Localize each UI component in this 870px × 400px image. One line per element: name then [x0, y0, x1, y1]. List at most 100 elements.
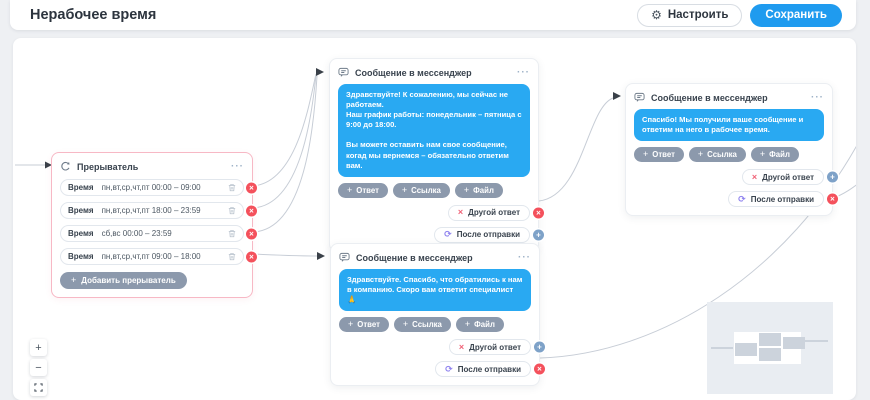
message-actions: +Ответ +Ссылка +Файл	[634, 147, 824, 163]
close-icon: ×	[457, 207, 464, 218]
plus-icon: +	[464, 319, 471, 330]
edge-row3-msg1	[252, 75, 318, 233]
zoom-in-button[interactable]: +	[30, 339, 47, 356]
add-file-button[interactable]: +Файл	[455, 317, 504, 333]
other-answer-button[interactable]: × Другой ответ	[447, 204, 530, 221]
after-send-row: ⟳ После отправки ×	[634, 191, 838, 208]
fit-view-button[interactable]	[30, 379, 47, 396]
minimap[interactable]	[707, 302, 833, 394]
trash-icon[interactable]	[228, 183, 236, 192]
plus-icon: +	[348, 319, 354, 330]
message-node[interactable]: Сообщение в мессенджер ··· Спасибо! Мы п…	[625, 83, 838, 217]
after-send-label: После отправки	[457, 364, 521, 374]
sync-icon	[61, 161, 70, 171]
add-link-label: Ссылка	[412, 320, 442, 330]
other-answer-label: Другой ответ	[468, 208, 520, 218]
output-port[interactable]: +	[827, 171, 838, 183]
add-reply-label: Ответ	[652, 150, 675, 160]
plus-icon: +	[759, 149, 766, 160]
message-actions: +Ответ +Ссылка +Файл	[339, 317, 531, 333]
add-file-label: Файл	[473, 185, 494, 195]
arrowhead-msg1-input	[316, 68, 324, 76]
add-link-button[interactable]: +Ссылка	[392, 182, 450, 198]
zoom-out-button[interactable]: −	[30, 359, 47, 376]
other-answer-button[interactable]: × Другой ответ	[741, 169, 824, 186]
node-menu-icon[interactable]: ···	[517, 66, 530, 78]
message-node-header: Сообщение в мессенджер ···	[634, 91, 824, 104]
add-reply-button[interactable]: +Ответ	[634, 147, 684, 163]
edge-row2-msg1	[252, 74, 317, 209]
configure-button-label: Настроить	[667, 9, 729, 21]
after-send-button[interactable]: ⟳ После отправки	[434, 226, 530, 243]
time-condition-row[interactable]: Время пн,вт,ср,чт,пт 18:00 – 23:59 ×	[60, 202, 257, 219]
add-file-button[interactable]: +Файл	[454, 182, 503, 198]
add-link-button[interactable]: +Ссылка	[393, 317, 451, 333]
add-reply-button[interactable]: +Ответ	[339, 317, 389, 333]
message-bubble[interactable]: Спасибо! Мы получили ваше сообщение и от…	[634, 109, 824, 142]
after-send-row: ⟳ После отправки +	[338, 226, 544, 243]
time-condition-row[interactable]: Время сб,вс 00:00 – 23:59 ×	[60, 225, 257, 242]
message-node[interactable]: Сообщение в мессенджер ··· Здравствуйте!…	[329, 58, 544, 252]
node-menu-icon[interactable]: ···	[811, 91, 824, 103]
configure-button[interactable]: ⚙ Настроить	[637, 3, 743, 27]
condition-type-label: Время	[68, 252, 94, 261]
after-send-label: После отправки	[456, 230, 520, 240]
output-port[interactable]: +	[534, 341, 545, 353]
time-condition-row[interactable]: Время пн,вт,ср,чт,пт 09:00 – 18:00 ×	[60, 248, 257, 265]
time-condition-row[interactable]: Время пн,вт,ср,чт,пт 00:00 – 09:00 ×	[60, 179, 257, 196]
save-button[interactable]: Сохранить	[750, 3, 842, 27]
arrowhead-msg2-input	[317, 252, 325, 260]
output-port[interactable]: ×	[246, 228, 257, 239]
output-port[interactable]: ×	[246, 251, 257, 262]
trash-icon[interactable]	[228, 206, 236, 215]
page-title: Нерабочее время	[30, 7, 157, 23]
message-bubble[interactable]: Здравствуйте! К сожалению, мы сейчас не …	[338, 84, 530, 177]
node-menu-icon[interactable]: ···	[231, 160, 244, 172]
add-link-button[interactable]: +Ссылка	[688, 147, 746, 163]
after-send-button[interactable]: ⟳ После отправки	[728, 191, 824, 208]
connection-edges	[15, 68, 856, 359]
add-file-button[interactable]: +Файл	[750, 147, 799, 163]
message-node-title: Сообщение в мессенджер	[355, 67, 472, 78]
message-actions: +Ответ +Ссылка +Файл	[338, 182, 530, 198]
trash-icon[interactable]	[228, 252, 236, 261]
interrupter-node[interactable]: Прерыватель ··· Время пн,вт,ср,чт,пт 00:…	[51, 152, 257, 298]
flow-canvas[interactable]: Прерыватель ··· Время пн,вт,ср,чт,пт 00:…	[13, 38, 856, 400]
add-interrupter-button[interactable]: + Добавить прерыватель	[60, 272, 187, 289]
message-node[interactable]: Сообщение в мессенджер ··· Здравствуйте.…	[330, 243, 545, 387]
output-port[interactable]: ×	[533, 207, 544, 219]
output-port[interactable]: ×	[534, 363, 545, 375]
after-send-label: После отправки	[750, 194, 814, 204]
message-icon	[339, 252, 350, 262]
interrupter-header: Прерыватель ···	[60, 160, 244, 173]
refresh-icon: ⟳	[445, 363, 453, 374]
after-send-button[interactable]: ⟳ После отправки	[435, 361, 531, 378]
plus-icon: +	[71, 275, 77, 285]
plus-icon: +	[402, 319, 409, 330]
other-answer-button[interactable]: × Другой ответ	[448, 339, 531, 356]
output-port[interactable]: +	[533, 229, 544, 241]
add-reply-label: Ответ	[357, 320, 380, 330]
condition-value: пн,вт,ср,чт,пт 18:00 – 23:59	[101, 206, 201, 215]
arrowhead-interrupter-input	[45, 161, 52, 169]
message-bubble[interactable]: Здравствуйте. Спасибо, что обратились к …	[339, 269, 531, 312]
trash-icon[interactable]	[228, 229, 236, 238]
add-reply-label: Ответ	[356, 185, 379, 195]
output-port[interactable]: ×	[246, 182, 257, 193]
add-reply-button[interactable]: +Ответ	[338, 182, 388, 198]
output-port[interactable]: ×	[246, 205, 257, 216]
refresh-icon: ⟳	[444, 229, 452, 240]
output-port[interactable]: ×	[827, 193, 838, 205]
minimap-node	[759, 333, 781, 346]
message-node-header: Сообщение в мессенджер ···	[338, 66, 530, 79]
edge-row1-msg1	[252, 73, 317, 187]
other-answer-label: Другой ответ	[469, 342, 521, 352]
close-icon: ×	[751, 171, 758, 182]
add-link-label: Ссылка	[411, 185, 441, 195]
condition-value: пн,вт,ср,чт,пт 00:00 – 09:00	[101, 183, 201, 192]
node-menu-icon[interactable]: ···	[518, 251, 531, 263]
add-interrupter-label: Добавить прерыватель	[81, 276, 176, 285]
other-answer-row: × Другой ответ +	[634, 169, 838, 186]
gear-icon: ⚙	[651, 8, 662, 22]
message-icon	[338, 67, 349, 77]
